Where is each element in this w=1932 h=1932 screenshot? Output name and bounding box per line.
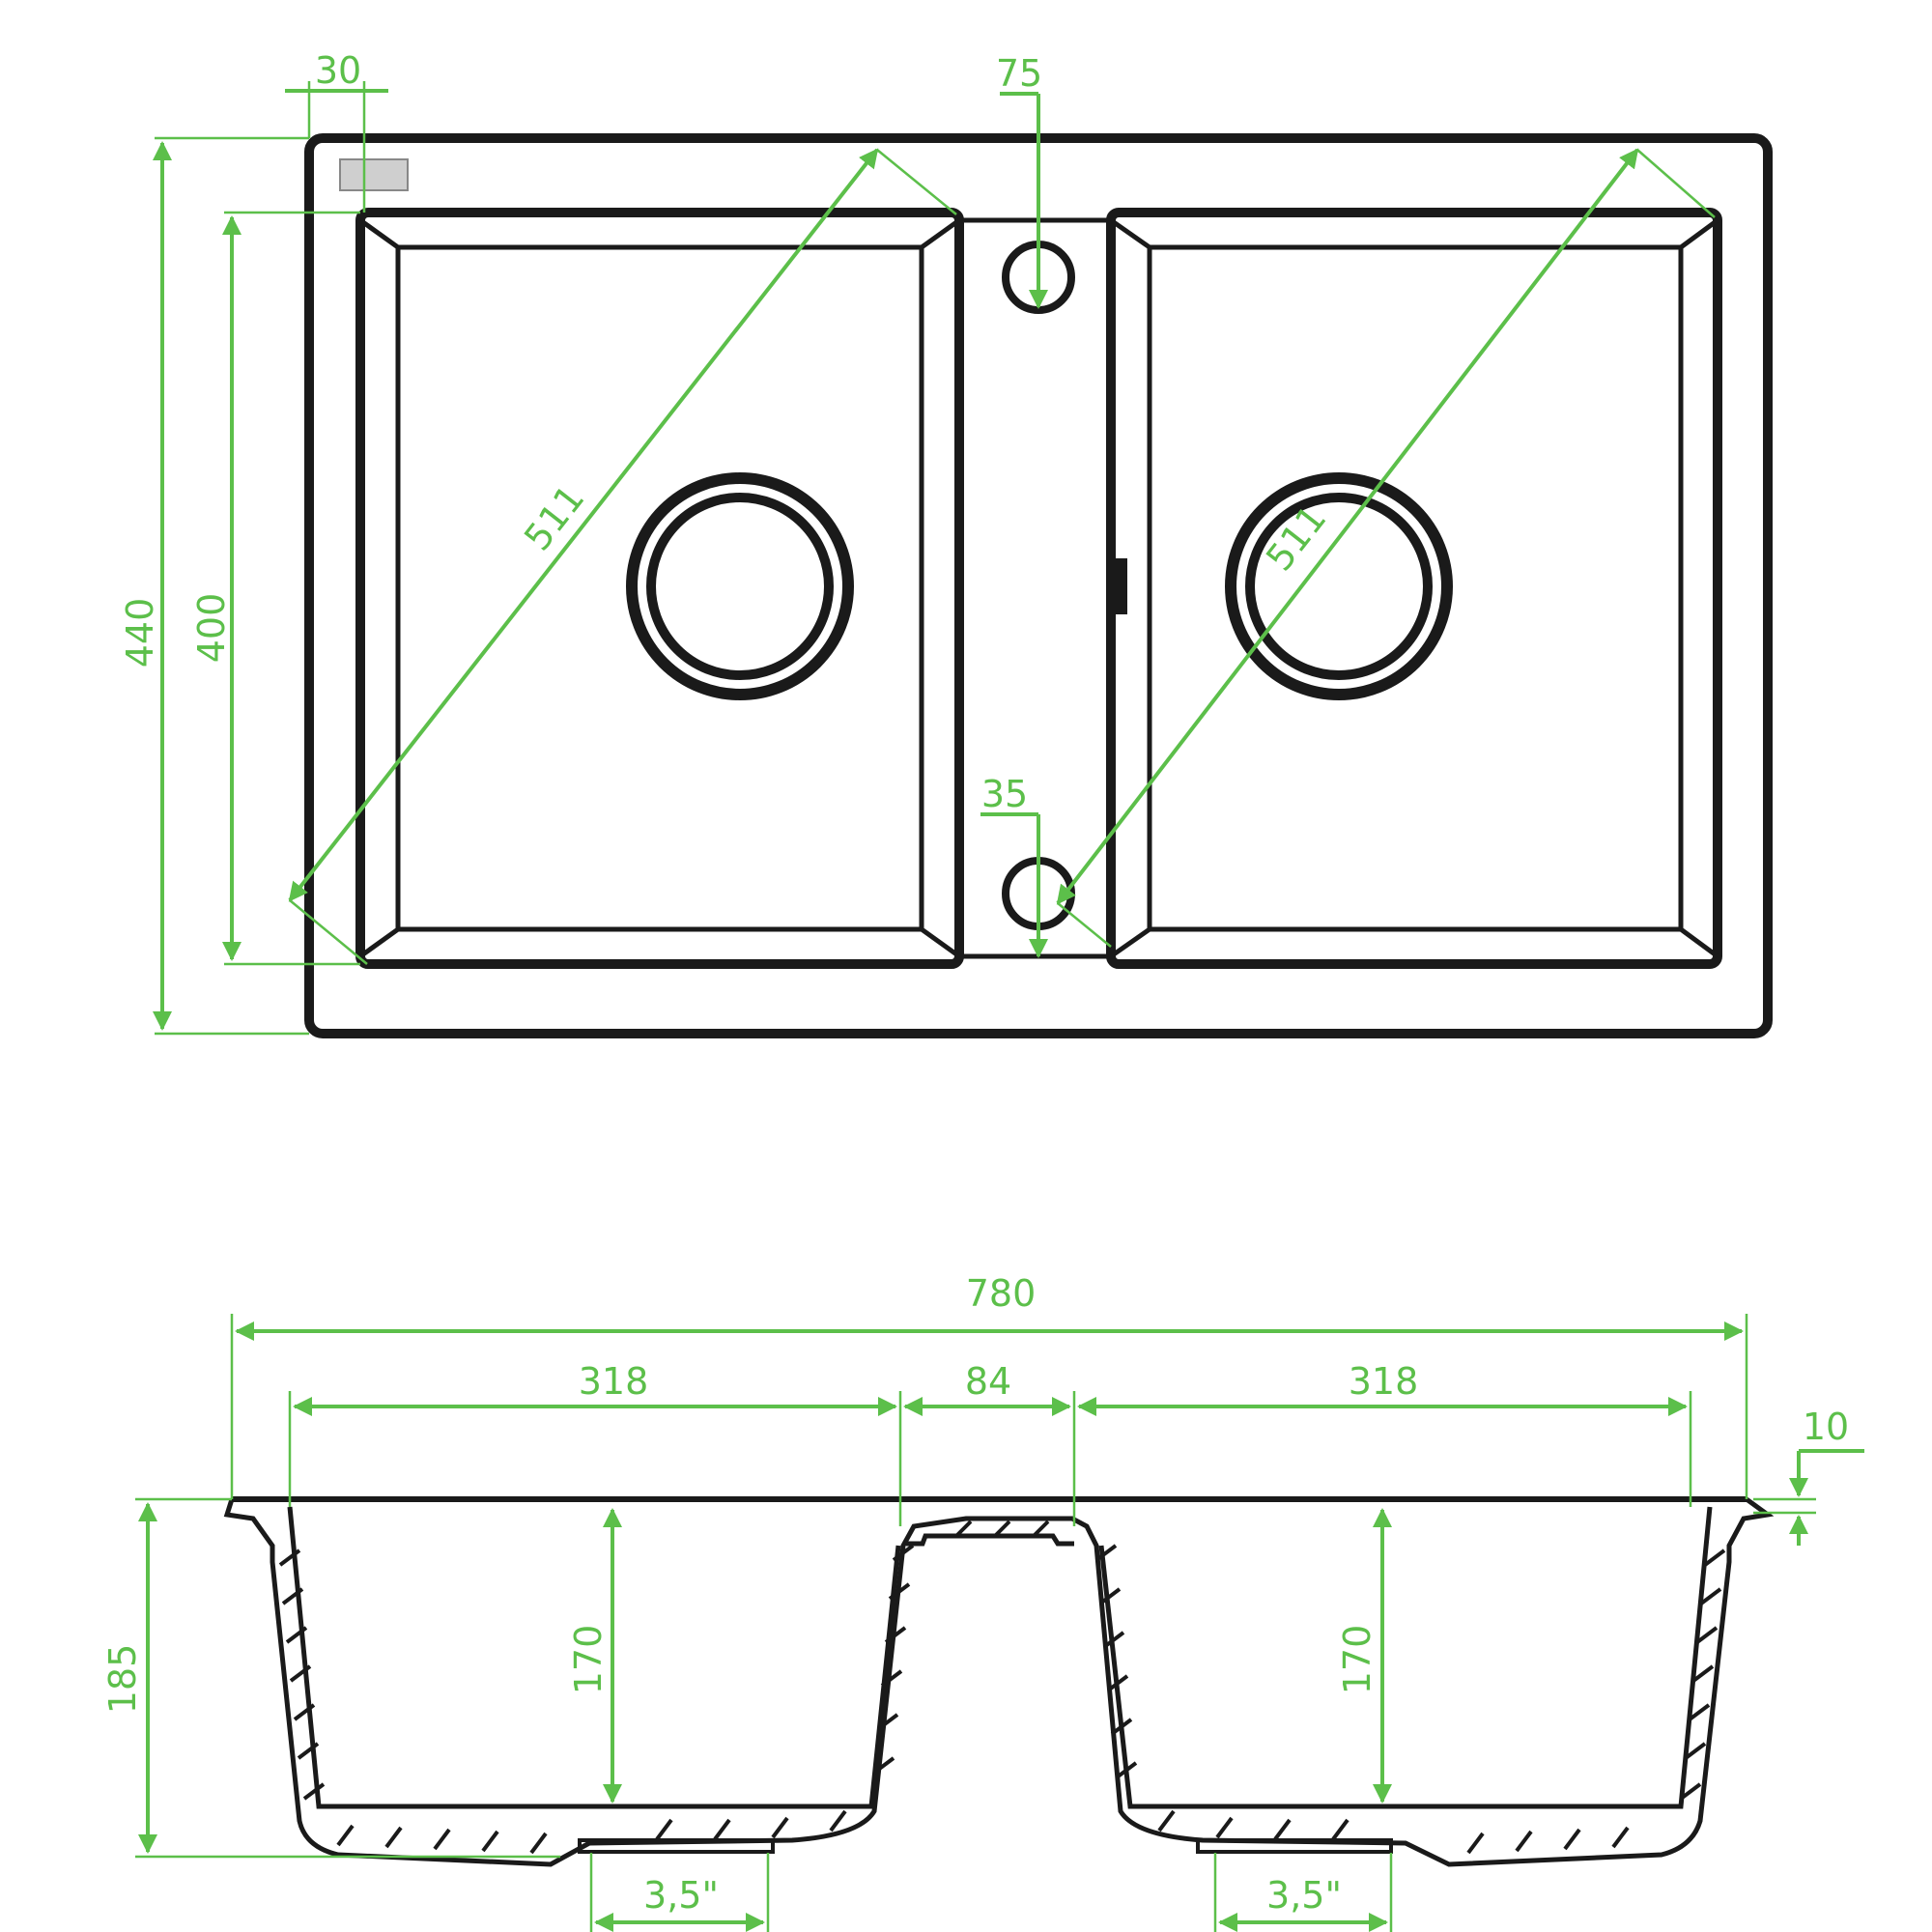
dim-left-diagonal: 511 — [288, 148, 957, 965]
dim-right-diagonal: 511 — [1056, 148, 1716, 948]
dim-bowl-depth-label: 400 — [190, 593, 233, 664]
right-drain-outer-ring — [1225, 472, 1453, 700]
dim-overall-height-label: 185 — [101, 1644, 144, 1715]
dim-rim-offset-label: 30 — [315, 49, 361, 92]
dim-overall-depth: 440 — [119, 136, 309, 1036]
dim-left-diagonal-label: 511 — [516, 477, 592, 558]
dim-rim-thickness: 10 — [1753, 1406, 1864, 1546]
center-strip-inner — [906, 1533, 1074, 1547]
right-bowl-section-outer — [1063, 1496, 1775, 1867]
dim-center-width: 84 — [903, 1360, 1076, 1526]
dim-tap-hole: 75 — [996, 52, 1048, 309]
dim-overall-height: 185 — [101, 1497, 560, 1859]
left-bowl-top — [355, 208, 964, 969]
dim-right-bowl-height: 170 — [1336, 1508, 1392, 1804]
brand-label-plate — [339, 158, 409, 191]
overflow-slot — [1116, 558, 1127, 614]
dim-center-width-label: 84 — [965, 1360, 1011, 1403]
left-wall-hatching — [278, 1520, 1050, 1855]
dim-overflow-hole-label: 35 — [981, 773, 1028, 815]
right-drain-flange — [1196, 1838, 1393, 1854]
left-drain-inner-ring — [646, 493, 834, 680]
section-view: 780 318 84 318 10 — [101, 1272, 1864, 1932]
dim-left-bowl-height-label: 170 — [567, 1625, 610, 1695]
right-wall-hatching — [1094, 1544, 1726, 1855]
dim-right-bowl-width: 318 — [1077, 1360, 1692, 1507]
dim-left-drain: 3,5" — [589, 1853, 770, 1932]
dim-right-drain: 3,5" — [1213, 1853, 1393, 1932]
dim-overall-depth-label: 440 — [119, 598, 161, 668]
dim-overall-width-label: 780 — [966, 1272, 1037, 1315]
dim-rim-thickness-label: 10 — [1803, 1406, 1849, 1448]
top-view: 440 400 30 75 35 — [119, 49, 1773, 1038]
dim-bowl-depth: 400 — [190, 211, 360, 966]
right-bowl-top — [1106, 208, 1722, 969]
dim-left-drain-label: 3,5" — [643, 1874, 719, 1917]
dim-right-bowl-width-label: 318 — [1349, 1360, 1419, 1403]
dim-right-drain-label: 3,5" — [1266, 1874, 1342, 1917]
dim-left-bowl-width: 318 — [288, 1360, 902, 1526]
left-drain-flange — [578, 1838, 775, 1854]
dim-right-bowl-height-label: 170 — [1336, 1625, 1378, 1695]
right-bowl-section-inner — [1098, 1506, 1713, 1809]
dim-tap-hole-label: 75 — [996, 52, 1042, 95]
dim-overall-width: 780 — [230, 1272, 1748, 1499]
dim-left-bowl-width-label: 318 — [579, 1360, 649, 1403]
dim-left-bowl-height: 170 — [567, 1508, 622, 1804]
dim-overflow-hole: 35 — [980, 773, 1048, 958]
left-bowl-section-outer — [223, 1498, 1063, 1867]
left-drain-outer-ring — [626, 472, 854, 700]
left-bowl-section-inner — [287, 1506, 901, 1809]
right-drain-inner-ring — [1245, 493, 1433, 680]
